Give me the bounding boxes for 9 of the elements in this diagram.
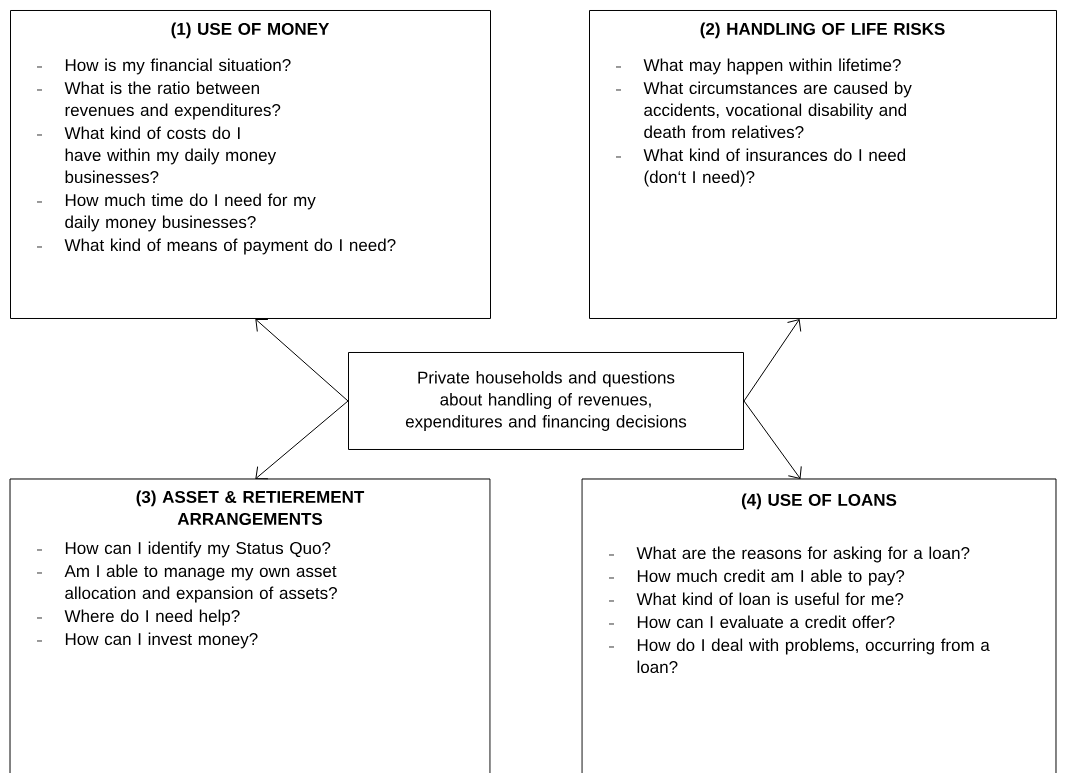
question-box: (2) HANDLING OF LIFE RISKS What may happen within lifetime? What circumstances are caused by accidents, vocational disability and death from relatives? What kind of insurances do I need (don‘t I need)? [589, 10, 1057, 319]
arrow [255, 400, 349, 480]
arrow [743, 319, 802, 402]
question-box: (1) USE OF MONEY How is my financial situation? What is the ratio between revenues and expenditures? What kind of costs do I have within my daily money businesses? How much time do I need for my daily money businesses? What kind of means of payment do I need? [10, 10, 491, 319]
center-box: Private households and questions about handling of revenues, expenditures and financing decisions [348, 352, 744, 450]
question-box: (4) USE OF LOANS What are the reasons for asking for a loan? How much credit am I able to pay? What kind of loan is useful for me? How can I evaluate a credit offer? How do I deal with problems, occurring from a loan? [581, 478, 1057, 773]
arrow [743, 400, 802, 479]
question-box: (3) ASSET & RETIEREMENT ARRANGEMENTS How can I identify my Status Quo? Am I able to manage my own asset allocation and expansion of assets? Where do I need help? How can I invest money? [9, 478, 491, 773]
arrow [255, 318, 349, 402]
